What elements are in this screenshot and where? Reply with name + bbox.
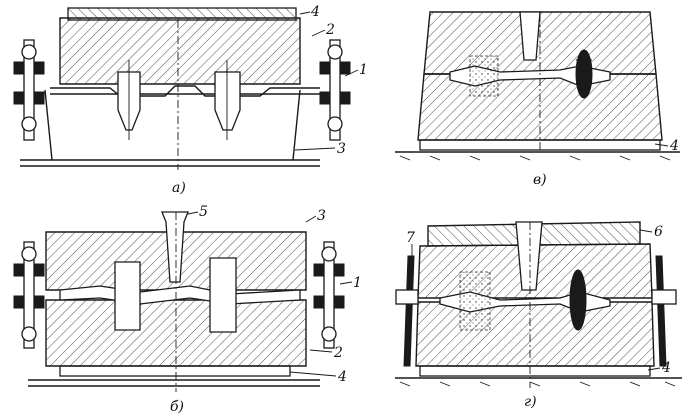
caption-a: а) xyxy=(172,180,186,196)
label-g-6: 6 xyxy=(654,224,663,240)
caption-v: в) xyxy=(533,172,547,188)
label-v-4: 4 xyxy=(669,138,679,154)
label-g-4: 4 xyxy=(661,360,671,376)
label-a-3: 3 xyxy=(337,141,346,157)
label-b-5: 5 xyxy=(199,204,208,220)
panel-g: 7 6 4 г) xyxy=(395,221,682,410)
panel-v: 4 в) xyxy=(395,11,680,188)
caption-g: г) xyxy=(524,394,537,410)
label-g-7: 7 xyxy=(406,230,415,246)
label-a-2: 2 xyxy=(325,22,335,38)
label-b-2: 2 xyxy=(333,345,343,361)
label-b-3: 3 xyxy=(317,208,326,224)
label-b-1: 1 xyxy=(353,275,362,291)
caption-b: б) xyxy=(170,399,184,415)
panel-a: 4 2 1 3 а) xyxy=(13,4,368,196)
panel-b: 5 3 1 2 4 б) xyxy=(13,204,362,415)
label-b-4: 4 xyxy=(337,369,347,385)
label-a-1: 1 xyxy=(359,62,368,78)
label-a-4: 4 xyxy=(310,4,320,20)
